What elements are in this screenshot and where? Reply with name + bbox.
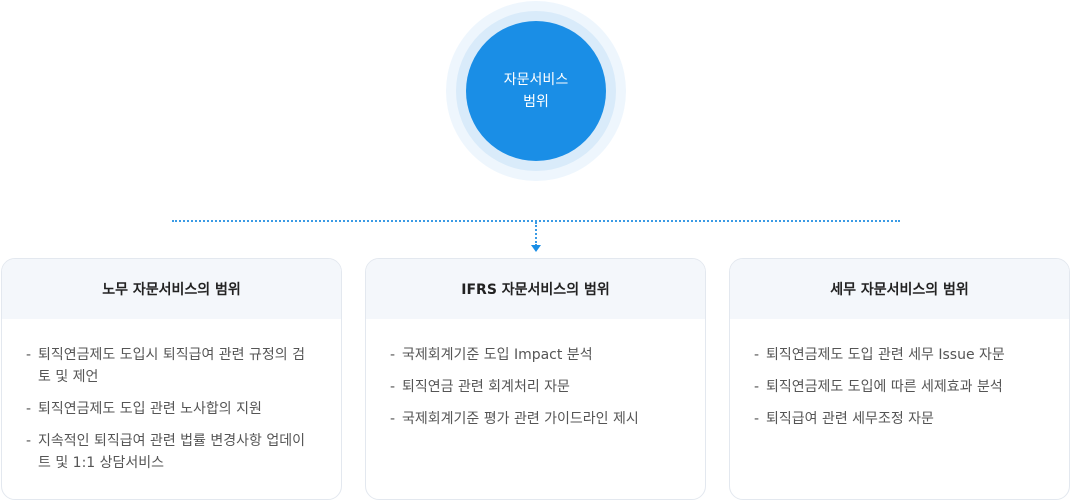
dash-icon: - xyxy=(26,401,32,417)
card-title: 노무 자문서비스의 범위 xyxy=(2,259,341,319)
arrow-down-icon xyxy=(531,245,541,252)
center-title-line2: 범위 xyxy=(523,94,549,110)
list-item: -퇴직급여 관련 세무조정 자문 xyxy=(754,408,1045,430)
list-item: -국제회계기준 평가 관련 가이드라인 제시 xyxy=(390,408,681,430)
dash-icon: - xyxy=(754,379,760,395)
card-title: 세무 자문서비스의 범위 xyxy=(730,259,1069,319)
card-title: IFRS 자문서비스의 범위 xyxy=(366,259,705,319)
list-item: -퇴직연금제도 도입 관련 세무 Issue 자문 xyxy=(754,344,1045,366)
dash-icon: - xyxy=(754,411,760,427)
list-item: -퇴직연금 관련 회계처리 자문 xyxy=(390,376,681,398)
list-item: -퇴직연금제도 도입에 따른 세제효과 분석 xyxy=(754,376,1045,398)
list-item: -퇴직연금제도 도입시 퇴직급여 관련 규정의 검토 및 제언 xyxy=(26,344,317,388)
list-item-text: 퇴직연금제도 도입시 퇴직급여 관련 규정의 검토 및 제언 xyxy=(38,347,305,385)
dash-icon: - xyxy=(390,411,396,427)
card-item-list: -퇴직연금제도 도입 관련 세무 Issue 자문 -퇴직연금제도 도입에 따른… xyxy=(730,319,1069,430)
horizontal-connector xyxy=(172,220,900,222)
list-item-text: 퇴직연금제도 도입 관련 세무 Issue 자문 xyxy=(766,347,1005,363)
list-item-text: 퇴직연금 관련 회계처리 자문 xyxy=(402,379,570,395)
list-item: -퇴직연금제도 도입 관련 노사합의 지원 xyxy=(26,398,317,420)
list-item: -국제회계기준 도입 Impact 분석 xyxy=(390,344,681,366)
list-item: -지속적인 퇴직급여 관련 법률 변경사항 업데이트 및 1:1 상담서비스 xyxy=(26,430,317,474)
dash-icon: - xyxy=(26,433,32,449)
dash-icon: - xyxy=(390,379,396,395)
center-core: 자문서비스 범위 xyxy=(466,21,606,161)
dash-icon: - xyxy=(754,347,760,363)
card-ifrs: IFRS 자문서비스의 범위 -국제회계기준 도입 Impact 분석 -퇴직연… xyxy=(365,258,706,500)
list-item-text: 국제회계기준 평가 관련 가이드라인 제시 xyxy=(402,411,639,427)
list-item-text: 국제회계기준 도입 Impact 분석 xyxy=(402,347,593,363)
list-item-text: 퇴직연금제도 도입 관련 노사합의 지원 xyxy=(38,401,262,417)
list-item-text: 퇴직연금제도 도입에 따른 세제효과 분석 xyxy=(766,379,1003,395)
list-item-text: 퇴직급여 관련 세무조정 자문 xyxy=(766,411,934,427)
vertical-connector xyxy=(535,222,537,246)
dash-icon: - xyxy=(390,347,396,363)
card-labor: 노무 자문서비스의 범위 -퇴직연금제도 도입시 퇴직급여 관련 규정의 검토 … xyxy=(1,258,342,500)
list-item-text: 지속적인 퇴직급여 관련 법률 변경사항 업데이트 및 1:1 상담서비스 xyxy=(38,433,305,471)
dash-icon: - xyxy=(26,347,32,363)
center-circle: 자문서비스 범위 xyxy=(446,1,626,181)
card-tax: 세무 자문서비스의 범위 -퇴직연금제도 도입 관련 세무 Issue 자문 -… xyxy=(729,258,1070,500)
card-item-list: -퇴직연금제도 도입시 퇴직급여 관련 규정의 검토 및 제언 -퇴직연금제도 … xyxy=(2,319,341,474)
center-title-line1: 자문서비스 xyxy=(503,72,569,88)
card-item-list: -국제회계기준 도입 Impact 분석 -퇴직연금 관련 회계처리 자문 -국… xyxy=(366,319,705,430)
